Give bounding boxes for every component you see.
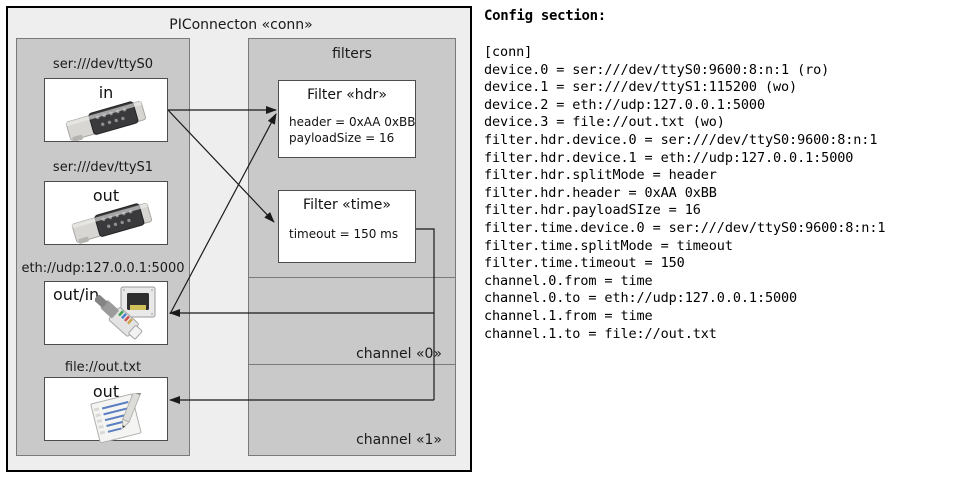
config-listing: [conn]device.0 = ser:///dev/ttyS0:9600:8… <box>484 44 885 343</box>
config-line: channel.0.to = eth://udp:127.0.0.1:5000 <box>484 290 798 307</box>
device-caption-eth: eth://udp:127.0.0.1:5000 <box>21 261 185 276</box>
serial-port-icon <box>67 202 159 248</box>
filter-time-prop-timeout: timeout = 150 ms <box>289 227 399 241</box>
filters-panel-title: filters <box>332 46 372 62</box>
config-line: filter.hdr.device.1 = eth://udp:127.0.0.… <box>484 149 854 166</box>
filter-hdr-prop-payloadsize: payloadSize = 16 <box>289 131 395 145</box>
config-line: filter.time.splitMode = timeout <box>484 237 733 254</box>
filter-time-title: Filter «time» <box>303 197 391 213</box>
device-label-in: in <box>98 83 114 102</box>
config-line: filter.time.device.0 = ser:///dev/ttyS0:… <box>484 219 886 236</box>
config-line: device.3 = file://out.txt (wo) <box>484 114 725 131</box>
device-caption-file: file://out.txt <box>64 360 142 375</box>
channel-0-panel: channel «0» <box>248 277 456 370</box>
serial-port-icon <box>61 100 153 145</box>
device-box-eth[interactable]: out/in <box>44 281 168 345</box>
config-line: filter.time.timeout = 150 <box>484 255 685 272</box>
device-box-file[interactable]: out <box>44 377 168 444</box>
notepad-icon <box>89 387 155 447</box>
channel-1-label: channel «1» <box>356 432 442 448</box>
config-line: channel.0.from = time <box>484 272 653 289</box>
config-line: device.2 = eth://udp:127.0.0.1:5000 <box>484 96 765 113</box>
config-line: device.0 = ser:///dev/ttyS0:9600:8:n:1 (… <box>484 61 830 78</box>
channel-0-label: channel «0» <box>356 346 442 362</box>
config-line: device.1 = ser:///dev/ttyS1:115200 (wo) <box>484 79 798 96</box>
filter-hdr-title: Filter «hdr» <box>307 87 387 103</box>
device-box-ttys0[interactable]: in <box>44 78 168 142</box>
channel-1-panel: channel «1» <box>248 364 456 456</box>
frame-title: PIConnecton «conn» <box>169 17 313 33</box>
device-label-out-file: out <box>92 382 120 401</box>
device-label-out-serial: out <box>92 186 120 205</box>
config-line: filter.hdr.payloadSIze = 16 <box>484 202 701 219</box>
filter-hdr-prop-header: header = 0xAA 0xBB <box>289 115 416 129</box>
config-line: channel.1.to = file://out.txt <box>484 325 717 342</box>
config-line: filter.hdr.header = 0xAA 0xBB <box>484 184 717 201</box>
device-label-outin: out/in <box>53 285 100 304</box>
device-caption-ttys0: ser:///dev/ttyS0 <box>52 57 154 72</box>
filter-box-time[interactable]: Filter «time» timeout = 150 ms <box>278 190 416 263</box>
device-caption-ttys1: ser:///dev/ttyS1 <box>52 160 154 175</box>
config-line: filter.hdr.device.0 = ser:///dev/ttyS0:9… <box>484 131 878 148</box>
ethernet-plug-icon <box>94 285 167 349</box>
config-heading: Config section: <box>484 8 606 24</box>
config-section: Config section: [conn]device.0 = ser:///… <box>482 0 964 484</box>
config-line: [conn] <box>484 44 533 60</box>
filter-box-hdr[interactable]: Filter «hdr» header = 0xAA 0xBB payloadS… <box>278 80 416 158</box>
config-line: channel.1.from = time <box>484 307 653 324</box>
device-box-ttys1[interactable]: out <box>44 181 168 245</box>
config-line: filter.hdr.splitMode = header <box>484 167 717 184</box>
